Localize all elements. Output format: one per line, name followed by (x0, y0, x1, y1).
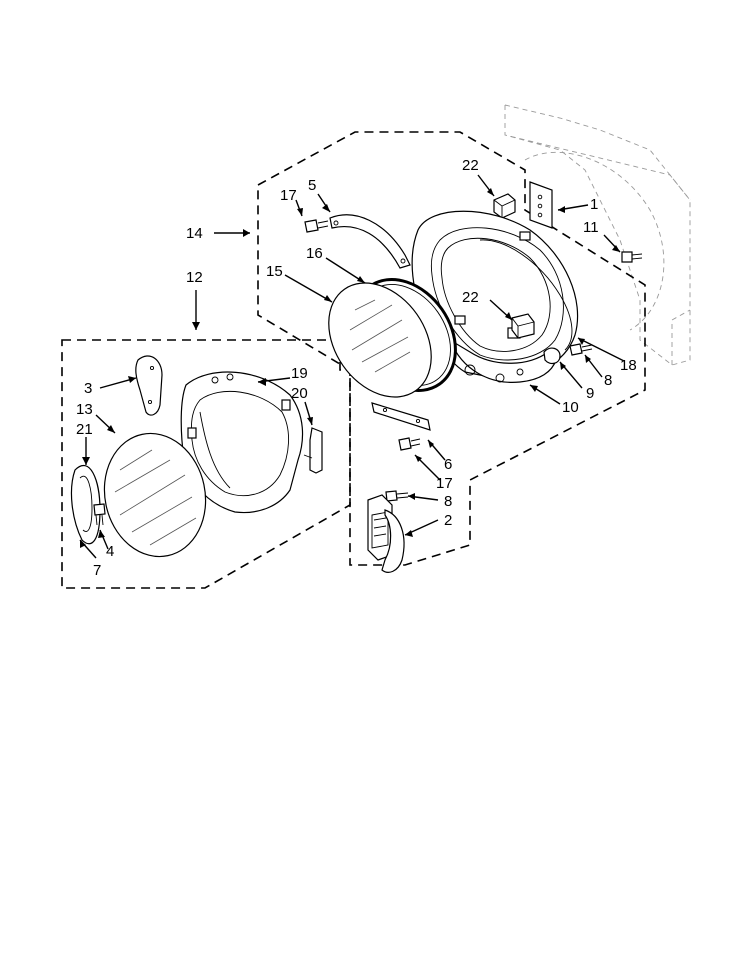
callout-11: 11 (583, 219, 599, 236)
callout-4: 4 (106, 543, 114, 560)
callout-9: 9 (586, 385, 594, 402)
callout-8-lower: 8 (444, 493, 452, 510)
callout-10: 10 (562, 399, 579, 416)
cabinet-outline (504, 104, 691, 366)
callout-1: 1 (590, 196, 598, 213)
hinge-plate-1 (529, 181, 553, 229)
callout-19: 19 (291, 365, 308, 382)
bracket-20 (303, 427, 323, 474)
hinge-arm-5 (329, 214, 411, 269)
screw-8-lower (385, 490, 409, 502)
callout-6: 6 (444, 456, 452, 473)
bracket-22-middle (511, 313, 535, 339)
callout-17-top: 17 (280, 187, 297, 204)
callout-7: 7 (93, 562, 101, 579)
callout-20: 20 (291, 385, 308, 402)
callout-21: 21 (76, 421, 93, 438)
bracket-22-top (493, 193, 516, 219)
strike-bar-6 (371, 402, 431, 431)
callout-2: 2 (444, 512, 452, 529)
callout-13: 13 (76, 401, 93, 418)
screw-4 (93, 503, 106, 526)
callout-5: 5 (308, 177, 316, 194)
assembly-12-boundary (61, 339, 351, 589)
callout-18: 18 (620, 357, 637, 374)
callout-22-top: 22 (462, 157, 479, 174)
handle-trim-21 (70, 464, 101, 545)
inner-glass-15 (328, 282, 432, 398)
screw-17-top (304, 219, 329, 233)
callout-12: 12 (186, 269, 203, 286)
outer-door-ring-19 (180, 371, 304, 514)
callout-17-bottom: 17 (436, 475, 453, 492)
callout-3: 3 (84, 380, 92, 397)
callout-16: 16 (306, 245, 323, 262)
assembly-14-boundary (257, 131, 646, 566)
screw-8-upper (569, 343, 593, 356)
arrowheads (80, 188, 620, 548)
latch-assembly-2 (367, 494, 405, 573)
screw-11 (621, 251, 643, 263)
outer-glass-13 (103, 432, 207, 558)
screw-17-bottom (398, 437, 421, 451)
callout-14: 14 (186, 225, 203, 242)
callout-8-upper: 8 (604, 372, 612, 389)
hinge-pin-9 (543, 347, 561, 365)
callout-15: 15 (266, 263, 283, 280)
hinge-cover-3 (135, 355, 163, 416)
frame-bottom-10 (448, 338, 557, 383)
callout-22-middle: 22 (462, 289, 479, 306)
